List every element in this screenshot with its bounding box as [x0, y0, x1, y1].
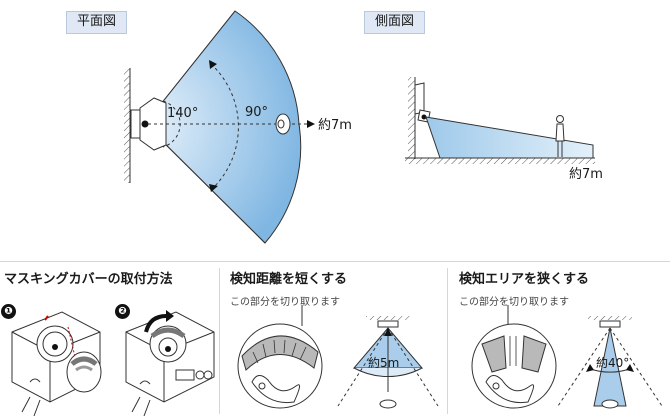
- shorten-diagram: [237, 305, 439, 409]
- column-divider-2: [447, 268, 448, 414]
- step1-badge: ❶: [1, 304, 16, 319]
- masking-steps-diagram: [11, 310, 215, 417]
- narrow-diagram: [471, 305, 663, 409]
- plan-angle-140-label: 140°: [167, 106, 199, 121]
- column-divider-1: [219, 268, 220, 414]
- plan-sensor-mount: [130, 109, 141, 139]
- narrow-cut-region-right: [521, 335, 547, 373]
- shorten-note: この部分を切り取ります: [230, 297, 340, 308]
- narrow-note: この部分を切り取ります: [459, 297, 569, 308]
- plan-wall: [124, 68, 130, 183]
- narrow-title: 検知エリアを狭くする: [459, 272, 590, 287]
- shorten-title: 検知距離を短くする: [230, 272, 348, 287]
- side-distance-label: 約7m: [569, 167, 603, 182]
- narrow-angle-label: 約40°: [596, 356, 630, 370]
- plan-view-label: 平面図: [66, 11, 128, 34]
- side-detection-area: [425, 116, 594, 159]
- plan-angle-90-label: 90°: [245, 105, 269, 120]
- masking-title: マスキングカバーの取付方法: [4, 272, 173, 287]
- plan-sensor-head: [139, 97, 167, 151]
- side-view-label: 側面図: [364, 11, 426, 34]
- shorten-distance-label: 約5m: [368, 356, 400, 370]
- side-wall: [408, 77, 415, 159]
- shorten-cut-region: [241, 335, 319, 371]
- rotate-arrow-icon: [144, 314, 167, 333]
- plan-distance-label: 約7m: [318, 118, 352, 133]
- section-divider: [0, 261, 670, 262]
- side-person-icon: [555, 115, 565, 157]
- plan-view-diagram: [124, 10, 595, 244]
- step2-badge: ❷: [115, 304, 130, 319]
- side-floor: [405, 158, 595, 164]
- narrow-cut-region-left: [481, 335, 507, 373]
